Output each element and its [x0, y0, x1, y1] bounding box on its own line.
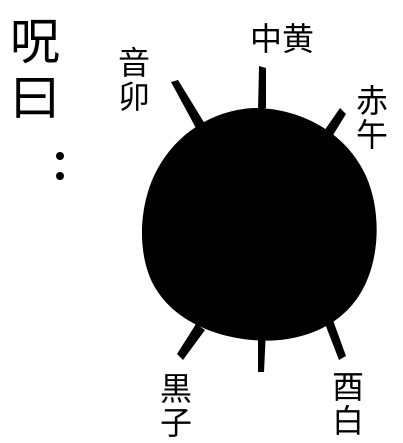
incantation-title: 呪 曰 — [6, 14, 64, 126]
label-south-char-2: 午 — [356, 116, 389, 154]
dark-orb — [141, 108, 377, 341]
label-north: 黒 子 — [160, 372, 192, 440]
incantation-char-2: 曰 — [10, 69, 60, 127]
label-south-char-1: 赤 — [356, 82, 389, 120]
incantation-char-1: 呪 — [10, 13, 60, 71]
label-east-char-2: 卯 — [118, 78, 151, 116]
label-center: 中黄 — [250, 20, 315, 58]
label-west-char-1: 酉 — [332, 368, 365, 406]
colon-dot-top — [56, 152, 64, 160]
label-east-char-1: 音 — [118, 44, 151, 82]
label-east: 音 卯 — [118, 46, 150, 114]
label-west: 酉 白 — [332, 370, 364, 438]
ray-center — [258, 66, 266, 110]
label-south: 赤 午 — [356, 84, 388, 152]
label-west-char-2: 白 — [332, 402, 365, 440]
label-north-char-1: 黒 — [160, 370, 193, 408]
ray-east — [171, 80, 205, 130]
incantation-colon — [50, 148, 70, 188]
colon-dot-bottom — [56, 172, 64, 180]
ray-north-left — [177, 324, 205, 360]
label-north-char-2: 子 — [160, 404, 193, 442]
